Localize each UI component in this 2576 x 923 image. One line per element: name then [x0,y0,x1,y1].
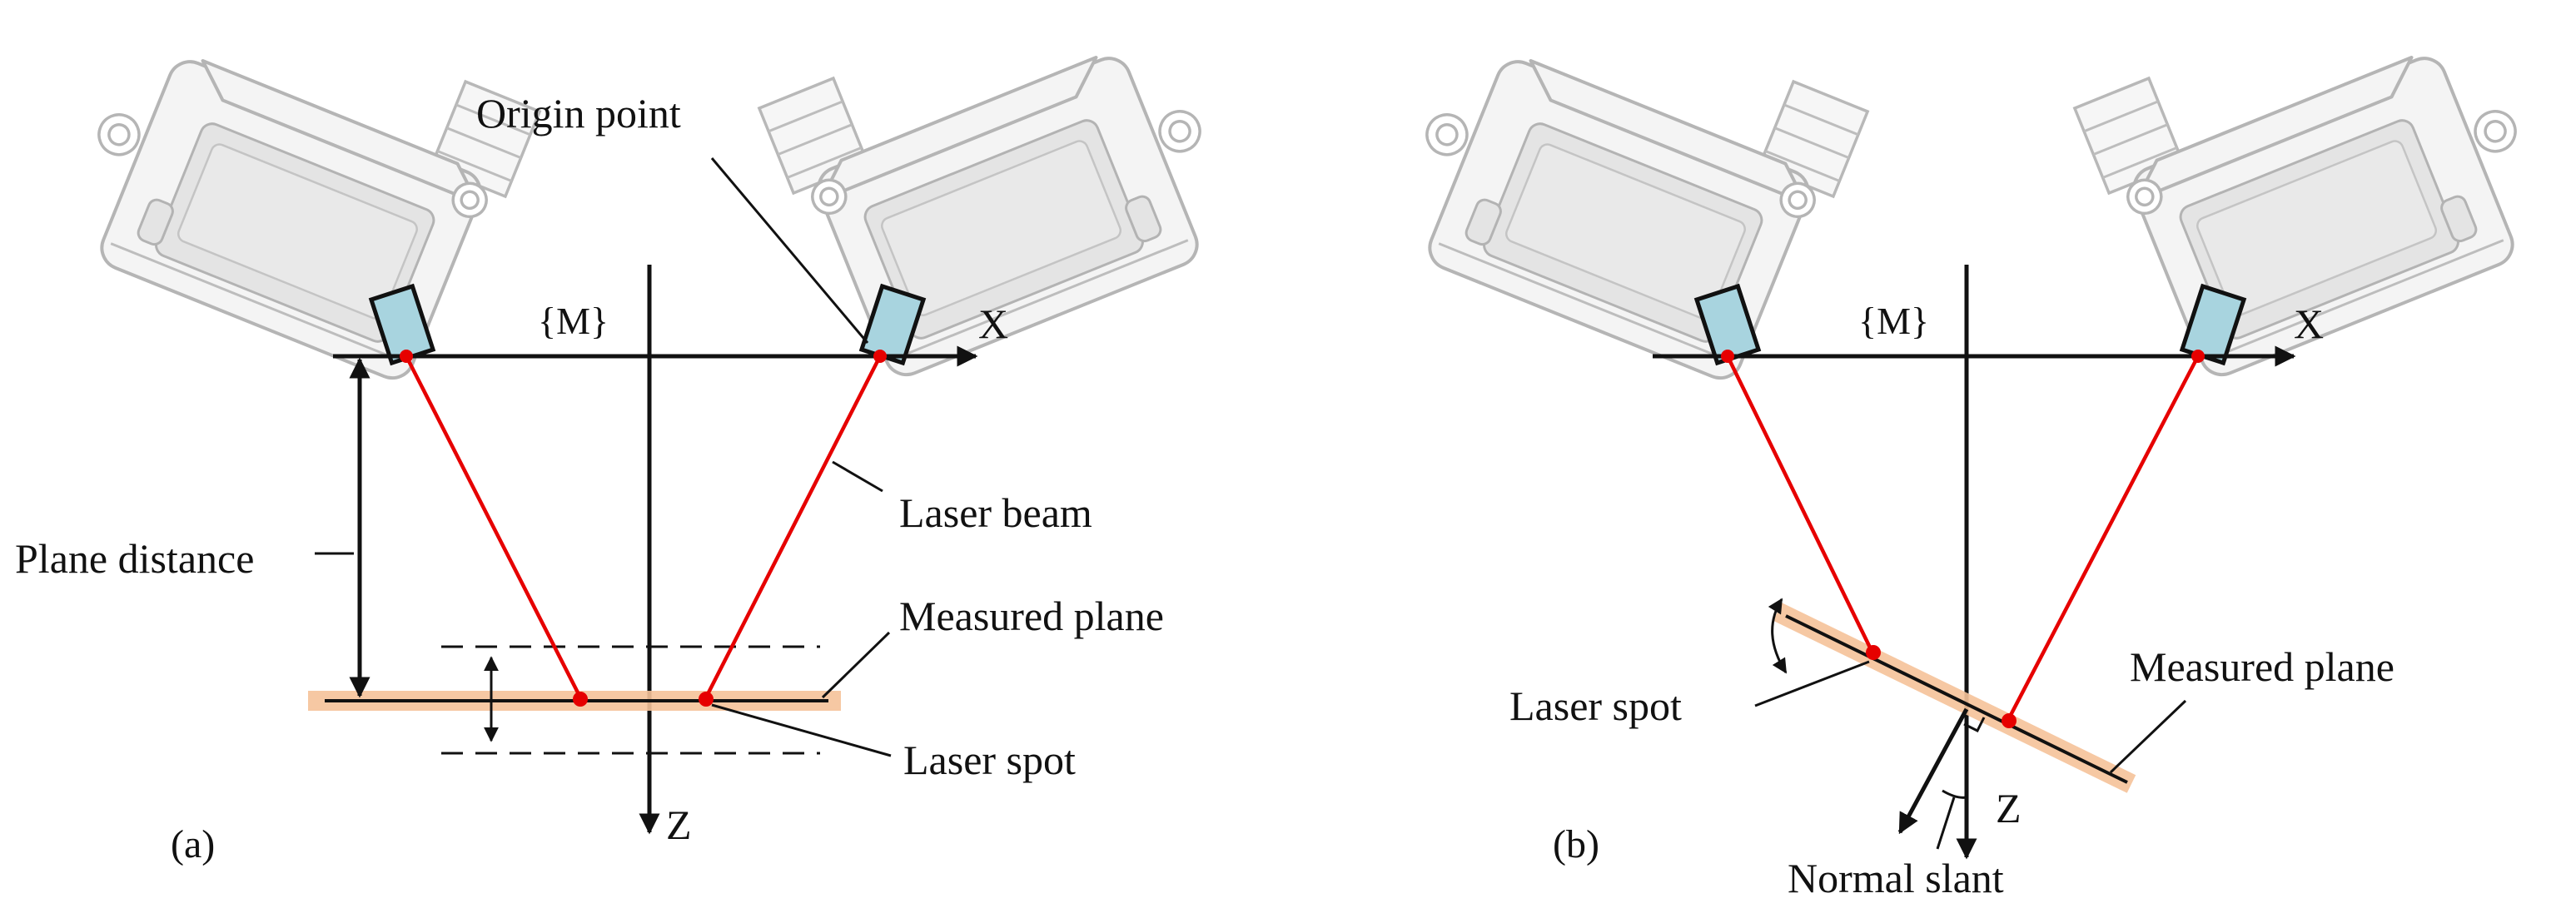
panel-tag-a: (a) [171,822,215,866]
laser-beam-label: Laser beam [899,489,1092,536]
laser-spot-right-b [2002,713,2017,728]
measured-plane-leader-b [2109,699,2187,774]
laser-spot-right-a [699,692,714,707]
normal-slant-leader [1936,796,1956,850]
laser-beam-leader [832,460,883,493]
panel-b: {M} X Z Laser spot Measured plane Normal… [1380,0,2563,901]
normal-slant-label: Normal slant [1788,855,2004,901]
laser-beam-left-a [404,355,583,699]
laser-beam-left-b [1725,355,1874,652]
sensor-left-b [1380,0,1870,395]
x-label-a: X [978,300,1008,347]
laser-spot-leader-b [1754,660,1870,707]
laser-spot-leader [711,703,892,757]
tilt-arrow [1768,598,1788,674]
laser-spot-left-a [573,692,588,707]
laser-spot-label-a: Laser spot [903,737,1076,783]
laser-spot-label-b: Laser spot [1509,682,1682,729]
x-label-b: X [2294,300,2324,347]
measured-plane-b [1785,614,2128,784]
measured-plane-label-a: Measured plane [899,593,1164,639]
sensor-left-a [52,0,542,395]
origin-label: Origin point [476,90,681,136]
panel-tag-b: (b) [1553,822,1599,866]
frame-label-a: {M} [538,300,609,342]
panel-a: Origin point {M} X Z Laser beam Plane di… [15,0,1247,866]
right-angle-mark [1963,717,1986,733]
measured-plane-label-b: Measured plane [2130,643,2394,690]
frame-label-b: {M} [1858,300,1929,342]
laser-beam-right-a [704,355,883,699]
origin-dot-left-b [1721,350,1734,363]
plane-distance-label: Plane distance [15,535,254,582]
laser-spot-left-b [1866,645,1881,660]
origin-dot-right-a [873,350,887,363]
z-label-b: Z [1996,785,2022,831]
plane-normal-arrow [1897,707,1969,835]
z-label-a: Z [666,801,692,848]
origin-dot-left-a [400,350,413,363]
slant-angle-arc [1942,789,1967,799]
origin-leader [710,157,869,344]
laser-beam-right-b [2007,355,2200,720]
origin-dot-right-b [2191,350,2205,363]
measured-plane-leader [821,631,891,699]
